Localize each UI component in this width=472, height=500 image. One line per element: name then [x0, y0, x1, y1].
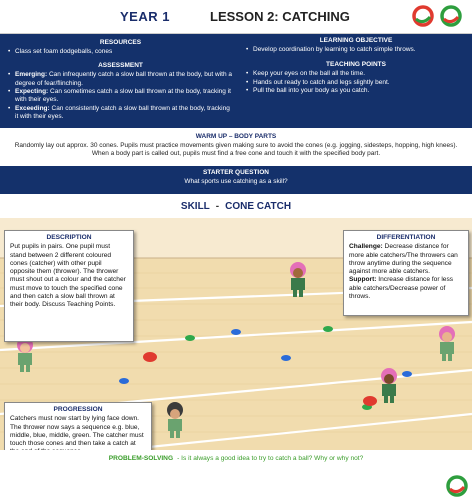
resources-item: Class set foam dodgeballs, cones [8, 48, 233, 57]
description-box: DESCRIPTION Put pupils in pairs. One pup… [4, 230, 134, 342]
differentiation-title: DIFFERENTIATION [376, 234, 436, 241]
pupil-figure [381, 368, 397, 403]
teaching-point: Keep your eyes on the ball all the time. [246, 70, 466, 79]
activity-illustration: DESCRIPTION Put pupils in pairs. One pup… [0, 218, 472, 450]
teaching-points-title: TEACHING POINTS [326, 60, 386, 68]
objective-section: LEARNING OBJECTIVE Develop coordination … [246, 37, 466, 96]
footer: PROBLEM-SOLVING- Is it always a good ide… [0, 450, 472, 500]
starter-text: What sports use catching as a skill? [184, 177, 288, 185]
lesson-overview-panel: RESOURCES Class set foam dodgeballs, con… [0, 34, 472, 128]
objective-title: LEARNING OBJECTIVE [319, 37, 393, 44]
support-text: Support: Increase distance for less able… [349, 276, 454, 301]
logo-icon [440, 5, 462, 27]
logo-icon [412, 5, 434, 27]
resources-title: RESOURCES [99, 39, 142, 46]
resources-section: RESOURCES Class set foam dodgeballs, con… [8, 39, 233, 122]
assessment-item: Expecting: Can sometimes catch a slow ba… [8, 88, 233, 105]
skill-title: SKILL-CONE CATCH [180, 201, 292, 212]
progression-text: Catchers must now start by lying face do… [10, 415, 144, 450]
pupil-figure [290, 262, 306, 297]
logo-icon [446, 475, 468, 497]
challenge-text: Challenge: Decrease distance for more ab… [349, 243, 458, 276]
skill-prefix: SKILL [180, 201, 210, 212]
teaching-point: Hands out ready to catch and legs slight… [246, 79, 466, 88]
objective-item: Develop coordination by learning to catc… [246, 46, 466, 55]
description-text: Put pupils in pairs. One pupil must stan… [10, 243, 126, 309]
assessment-item: Exceeding: Can consistently catch a slow… [8, 105, 233, 122]
description-title: DESCRIPTION [46, 234, 92, 241]
warmup-title: WARM UP – BODY PARTS [195, 133, 277, 140]
year-title: YEAR 1 [120, 9, 170, 24]
assessment-item: Emerging: Can infrequently catch a slow … [8, 71, 233, 88]
pupil-figure [167, 402, 183, 438]
starter-question-section: STARTER QUESTION What sports use catchin… [0, 166, 472, 194]
teaching-point: Pull the ball into your body as you catc… [246, 87, 466, 96]
warmup-text: Randomly lay out approx. 30 cones. Pupil… [14, 141, 458, 158]
header: YEAR 1 LESSON 2: CATCHING [0, 0, 472, 34]
progression-title: PROGRESSION [53, 406, 103, 413]
progression-box: PROGRESSION Catchers must now start by l… [4, 402, 152, 450]
lesson-title: LESSON 2: CATCHING [210, 9, 350, 24]
assessment-title: ASSESSMENT [98, 61, 143, 69]
problem-solving: PROBLEM-SOLVING- Is it always a good ide… [108, 455, 364, 462]
differentiation-box: DIFFERENTIATION Challenge: Decrease dist… [343, 230, 469, 316]
starter-title: STARTER QUESTION [203, 169, 269, 176]
warmup-section: WARM UP – BODY PARTS Randomly lay out ap… [0, 130, 472, 165]
pupil-figure [439, 326, 455, 361]
skill-name: CONE CATCH [225, 201, 292, 212]
